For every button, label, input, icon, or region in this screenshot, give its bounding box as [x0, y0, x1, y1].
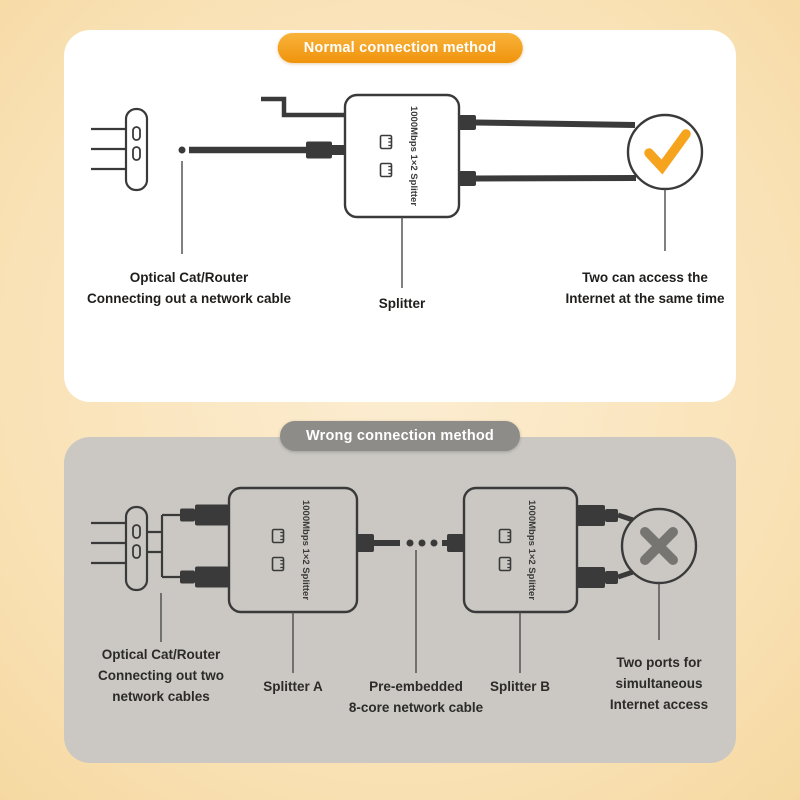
normal-method-badge: Normal connection method: [277, 33, 523, 63]
embedded-cable: [357, 534, 464, 552]
splitter-b-label: Splitter B: [489, 679, 550, 694]
router-wall-plate: [91, 107, 149, 192]
bent-cable: [261, 96, 345, 118]
embedded-cable-label-line2: 8-core network cable: [348, 699, 484, 715]
splitter-a-device-label: 1000Mbps 1×2 Splitter: [300, 500, 311, 600]
output-cables: [459, 115, 637, 186]
splitter-b-device-label: 1000Mbps 1×2 Splitter: [526, 500, 537, 600]
fail-circle: [620, 507, 698, 585]
success-circle: [626, 113, 704, 191]
cross-icon: [640, 527, 678, 565]
router-label-line2: Connecting out a network cable: [86, 290, 292, 306]
leader-lines: [160, 550, 660, 673]
router-label: Optical Cat/Router Connecting out two ne…: [49, 645, 273, 708]
check-icon: [644, 129, 691, 175]
router-wall-plate: [91, 505, 149, 592]
embedded-cable-label-line1: Pre-embedded: [369, 679, 463, 694]
splitter-label: Splitter: [378, 296, 426, 311]
splitter-b-device: 1000Mbps 1×2 Splitter: [462, 486, 579, 614]
result-label-line3: Internet access: [609, 696, 709, 712]
splitter-device-label: 1000Mbps 1×2 Splitter: [408, 106, 419, 206]
wrong-method-badge: Wrong connection method: [280, 421, 520, 451]
wrong-method-diagram: 1000Mbps 1×2 Splitter 1000Mbps 1×2 Split…: [91, 486, 698, 673]
router-label-line2: Connecting out two: [98, 667, 224, 683]
result-label: Two ports for simultaneous Internet acce…: [559, 653, 759, 716]
router-label: Optical Cat/Router Connecting out a netw…: [59, 268, 319, 310]
embedded-cable-label: Pre-embedded 8-core network cable: [304, 677, 528, 719]
dual-cables: [147, 504, 229, 588]
router-label-line1: Optical Cat/Router: [101, 647, 221, 662]
router-label-line3: network cables: [112, 688, 210, 704]
result-label-line2: Internet at the same time: [565, 290, 725, 306]
normal-method-diagram: 1000Mbps 1×2 Splitter: [91, 93, 704, 288]
result-label-line1: Two ports for: [616, 655, 702, 670]
network-cable: [178, 141, 346, 159]
wrong-method-panel: 1000Mbps 1×2 Splitter 1000Mbps 1×2 Split…: [64, 421, 736, 763]
leader-lines: [181, 161, 666, 288]
result-label-line1: Two can access the: [582, 270, 708, 285]
splitter-a-device: 1000Mbps 1×2 Splitter: [227, 486, 359, 614]
result-label-line2: simultaneous: [615, 675, 703, 691]
output-cables: [577, 505, 637, 588]
splitter-device: 1000Mbps 1×2 Splitter: [343, 93, 461, 219]
result-label: Two can access the Internet at the same …: [524, 268, 766, 310]
router-label-line1: Optical Cat/Router: [129, 270, 249, 285]
normal-method-panel: 1000Mbps 1×2 Splitter Normal connect: [64, 30, 736, 402]
splitter-a-label: Splitter A: [263, 679, 323, 694]
